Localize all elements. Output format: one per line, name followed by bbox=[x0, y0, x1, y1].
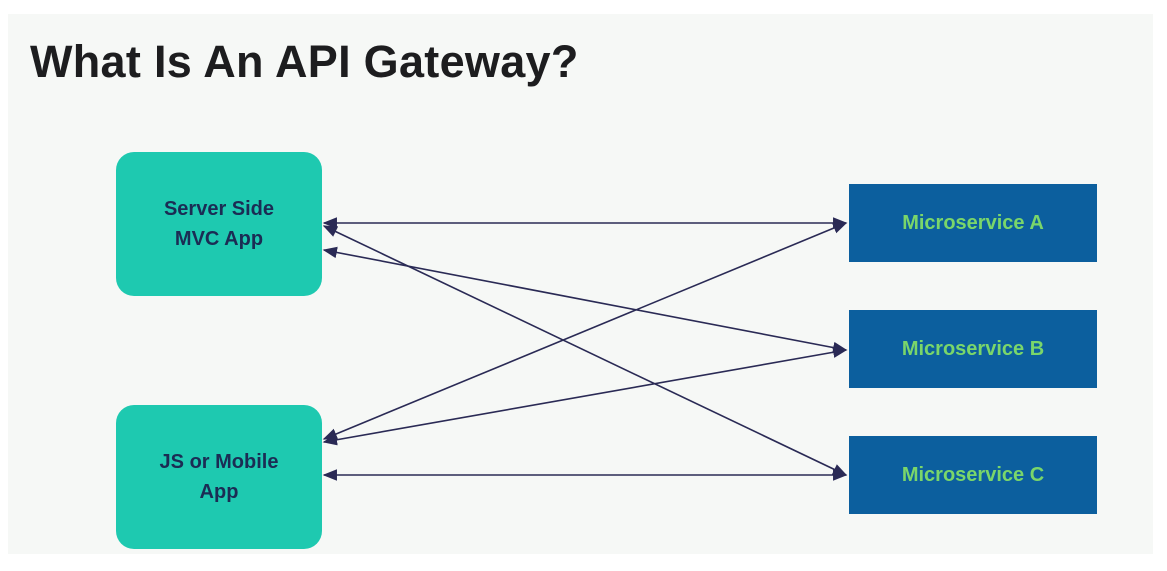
service-microservice-c: Microservice C bbox=[849, 436, 1097, 514]
client-js-or-mobile-app: JS or Mobile App bbox=[116, 405, 322, 549]
service-microservice-b: Microservice B bbox=[849, 310, 1097, 388]
service-label: Microservice A bbox=[902, 211, 1044, 234]
client-server-side-mvc-app: Server Side MVC App bbox=[116, 152, 322, 296]
service-microservice-a: Microservice A bbox=[849, 184, 1097, 262]
connection-arrows bbox=[322, 217, 848, 481]
slide: What Is An API Gateway? Server Side MVC … bbox=[8, 14, 1153, 554]
service-label: Microservice B bbox=[901, 337, 1045, 360]
client-label-line1: JS or Mobile bbox=[159, 451, 279, 473]
page-title: What Is An API Gateway? bbox=[30, 36, 579, 87]
client-label-line2: MVC App bbox=[174, 228, 264, 250]
client-label-line1: Server Side bbox=[163, 198, 275, 220]
arrow-server-to-c bbox=[322, 225, 848, 476]
client-label-line2: App bbox=[199, 481, 239, 503]
arrow-server-to-b bbox=[322, 246, 848, 354]
arrow-mobile-to-a bbox=[322, 222, 848, 440]
arrow-mobile-to-b bbox=[322, 346, 848, 446]
service-label: Microservice C bbox=[901, 463, 1045, 486]
